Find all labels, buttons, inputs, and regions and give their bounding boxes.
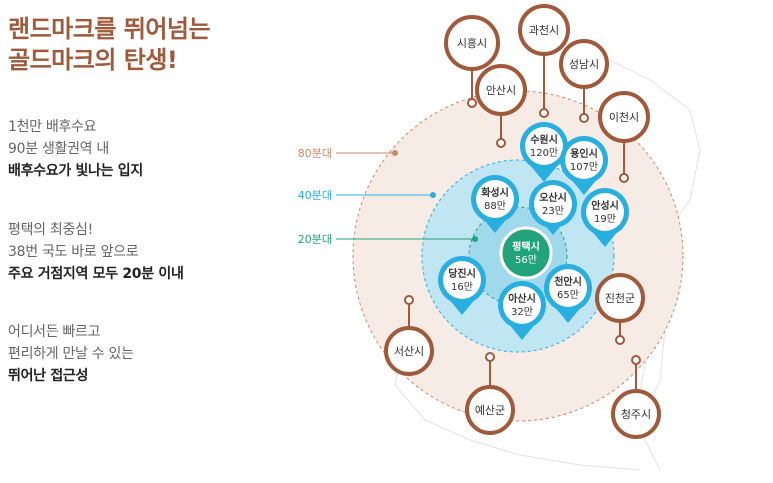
brown-city-siheung: 시흥시	[444, 15, 500, 108]
brown-city-label: 시흥시	[457, 36, 487, 50]
feature-2-emphasis: 주요 거점지역 모두 20분 이내	[8, 266, 184, 282]
brown-city-jincheon: 진천군	[595, 273, 645, 345]
feature-3-emphasis: 뛰어난 접근성	[8, 368, 89, 384]
city-name: 화성시	[481, 186, 509, 199]
brown-city-seongnam: 성남시	[559, 39, 609, 123]
brown-city-ansan: 안산시	[475, 64, 527, 148]
blue-city-cheonan: 천안시 65만	[544, 264, 592, 323]
city-pop: 65만	[557, 289, 579, 301]
feature-1: 1천만 배후수요 90분 생활권역 내 배후수요가 빛나는 입지	[8, 116, 143, 182]
city-name: 오산시	[539, 191, 567, 204]
city-name: 용인시	[570, 147, 598, 160]
zone-leaders	[336, 150, 478, 242]
headline: 랜드마크를 뛰어넘는 골드마크의 탄생!	[8, 14, 211, 76]
feature-3-line2: 편리하게 만날 수 있는	[8, 346, 134, 362]
brown-city-label: 진천군	[605, 291, 635, 305]
brown-city-label: 예산군	[475, 404, 505, 417]
city-name: 천안시	[554, 275, 582, 288]
city-pop: 16만	[451, 281, 473, 293]
brown-city-yesan: 예산군	[465, 352, 515, 435]
city-pop: 23만	[542, 205, 564, 217]
center-city-name: 평택시	[512, 240, 540, 253]
city-pop: 88만	[484, 200, 506, 212]
headline-line2: 골드마크의 탄생!	[8, 46, 178, 74]
brown-city-label: 성남시	[569, 58, 599, 71]
city-name: 아산시	[508, 292, 536, 305]
brown-city-label: 이천시	[609, 110, 639, 124]
feature-3-line1: 어디서든 빠르고	[8, 324, 101, 340]
feature-3: 어디서든 빠르고 편리하게 만날 수 있는 뛰어난 접근성	[8, 321, 134, 387]
feature-1-emphasis: 배후수요가 빛나는 입지	[8, 163, 143, 179]
blue-city-hwaseong: 화성시 88만	[471, 175, 519, 233]
brown-city-label: 서산시	[394, 345, 424, 358]
zone-40-label: 40분대	[298, 189, 332, 202]
brown-city-label: 안산시	[486, 84, 516, 97]
city-name: 당진시	[448, 267, 476, 280]
city-pop: 19만	[594, 213, 616, 225]
center-city-pop: 56만	[515, 254, 537, 266]
feature-1-line2: 90분 생활권역 내	[8, 141, 109, 157]
brown-city-label: 과천시	[529, 23, 559, 37]
blue-city-dangjin: 당진시 16만	[438, 256, 486, 315]
zone-20-label: 20분대	[298, 233, 332, 246]
blue-city-suwon: 수원시 120만	[520, 122, 568, 182]
blue-city-osan: 오산시 23만	[529, 180, 577, 235]
blue-city-asan: 아산시 32만	[498, 281, 546, 340]
zone-80-label: 80분대	[298, 147, 332, 160]
brown-city-seosan: 서산시	[384, 295, 434, 376]
headline-line1: 랜드마크를 뛰어넘는	[8, 15, 211, 43]
blue-city-anseong: 안성시 19만	[581, 188, 629, 247]
city-name: 수원시	[530, 133, 558, 146]
brown-city-cheongju: 청주시	[611, 355, 661, 439]
brown-city-label: 청주시	[621, 408, 651, 421]
brown-city-icheon: 이천시	[598, 91, 650, 183]
city-pop: 32만	[511, 306, 533, 318]
city-name: 안성시	[591, 199, 619, 212]
center-city-pyeongtaek: 평택시 56만	[499, 226, 553, 280]
feature-2-line2: 38번 국도 바로 앞으로	[8, 244, 139, 260]
brown-city-gwacheon: 과천시	[518, 4, 570, 118]
city-pop: 120만	[530, 147, 558, 159]
feature-2: 평택의 최중심! 38번 국도 바로 앞으로 주요 거점지역 모두 20분 이내	[8, 219, 184, 285]
feature-1-line1: 1천만 배후수요	[8, 119, 97, 135]
blue-city-yongin: 용인시 107만	[560, 136, 608, 195]
city-pop: 107만	[570, 161, 598, 173]
feature-2-line1: 평택의 최중심!	[8, 222, 93, 238]
